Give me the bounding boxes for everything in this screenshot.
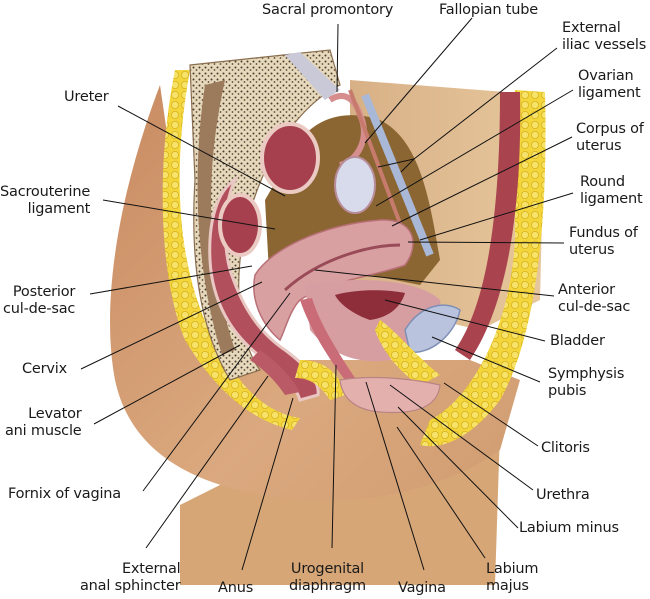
leader-fornix-of-vagina [142,292,291,492]
anterior-fat-layer [420,90,546,447]
label-urethra: Urethra [536,487,590,503]
uterine-cavity [283,243,401,292]
anal-canal [250,350,300,395]
leader-ureter [117,105,286,197]
leader-sacrouterine-ligament [102,199,276,230]
label-anterior-cul-de-sac: Anterior cul-de-sac [558,282,631,315]
label-anus: Anus [218,580,254,596]
label-vagina: Vagina [398,580,446,596]
leader-fallopian-tube [364,17,473,144]
vertebra-disc [285,52,340,100]
leader-urogenital-diaphragm [331,364,337,549]
label-symphysis-pubis: Symphysis pubis [548,366,625,399]
label-round-ligament: Round ligament [580,174,643,207]
leader-labium-minus [397,406,519,529]
uterus [253,219,414,342]
label-clitoris: Clitoris [541,440,590,456]
leader-fundus-of-uterus [407,241,565,244]
label-bladder: Bladder [550,333,605,349]
label-sacral-promontory: Sacral promontory [262,2,394,18]
bladder-lumen [335,290,405,320]
leader-bladder [384,299,546,342]
leader-cervix [80,281,263,370]
leader-sacral-promontory [336,23,339,93]
leader-anus [241,397,294,571]
leader-labium-majus [396,426,486,559]
leader-posterior-cul-de-sac [89,265,253,295]
leader-clitoris [443,382,539,447]
label-posterior-cul-de-sac: Posterior cul-de-sac [3,284,76,317]
bowel-loop-lower [218,193,262,257]
label-ureter: Ureter [64,89,109,105]
leader-external-iliac-vessels-c [400,158,415,173]
leader-urethra [389,384,534,491]
leader-round-ligament [419,192,574,241]
leader-corpus-of-uterus [391,136,573,227]
label-corpus-of-uterus: Corpus of uterus [576,121,644,154]
leader-symphysis-pubis [431,336,541,383]
leader-levator-ani-muscle [93,344,241,425]
bowel-loop-upper [260,122,320,194]
rectus-muscle [455,92,521,360]
leader-external-iliac-vessels-b [377,158,415,168]
leader-anterior-cul-de-sac [314,269,555,297]
leader-ovarian-ligament [375,89,574,207]
iliac-vessel-vein [361,93,434,257]
pubic-fat [375,320,440,385]
perineal-body [295,360,345,400]
label-labium-majus: Labium majus [486,561,539,594]
vaginal-canal [300,298,355,380]
leader-external-iliac-vessels-a [413,47,558,160]
sacral-canal [197,80,235,355]
ovary [334,156,376,214]
label-fallopian-tube: Fallopian tube [439,2,538,18]
label-levator-ani-muscle: Levator ani muscle [5,406,82,439]
label-fundus-of-uterus: Fundus of uterus [569,225,638,258]
label-cervix: Cervix [22,361,67,377]
label-urogenital-diaphragm: Urogenital diaphragm [289,561,366,594]
posterior-fat-layer [162,70,300,430]
label-sacrouterine-ligament: Sacrouterine ligament [0,184,91,217]
pubic-bone [404,304,461,353]
label-external-anal-sphincter: External anal sphincter [80,561,181,594]
label-ovarian-ligament: Ovarian ligament [578,68,641,101]
label-fornix-of-vagina: Fornix of vagina [8,486,121,502]
leader-vagina [365,381,425,571]
leader-external-anal-sphincter [145,375,269,549]
label-labium-minus: Labium minus [519,520,619,536]
label-external-iliac-vessels: External iliac vessels [562,20,647,53]
